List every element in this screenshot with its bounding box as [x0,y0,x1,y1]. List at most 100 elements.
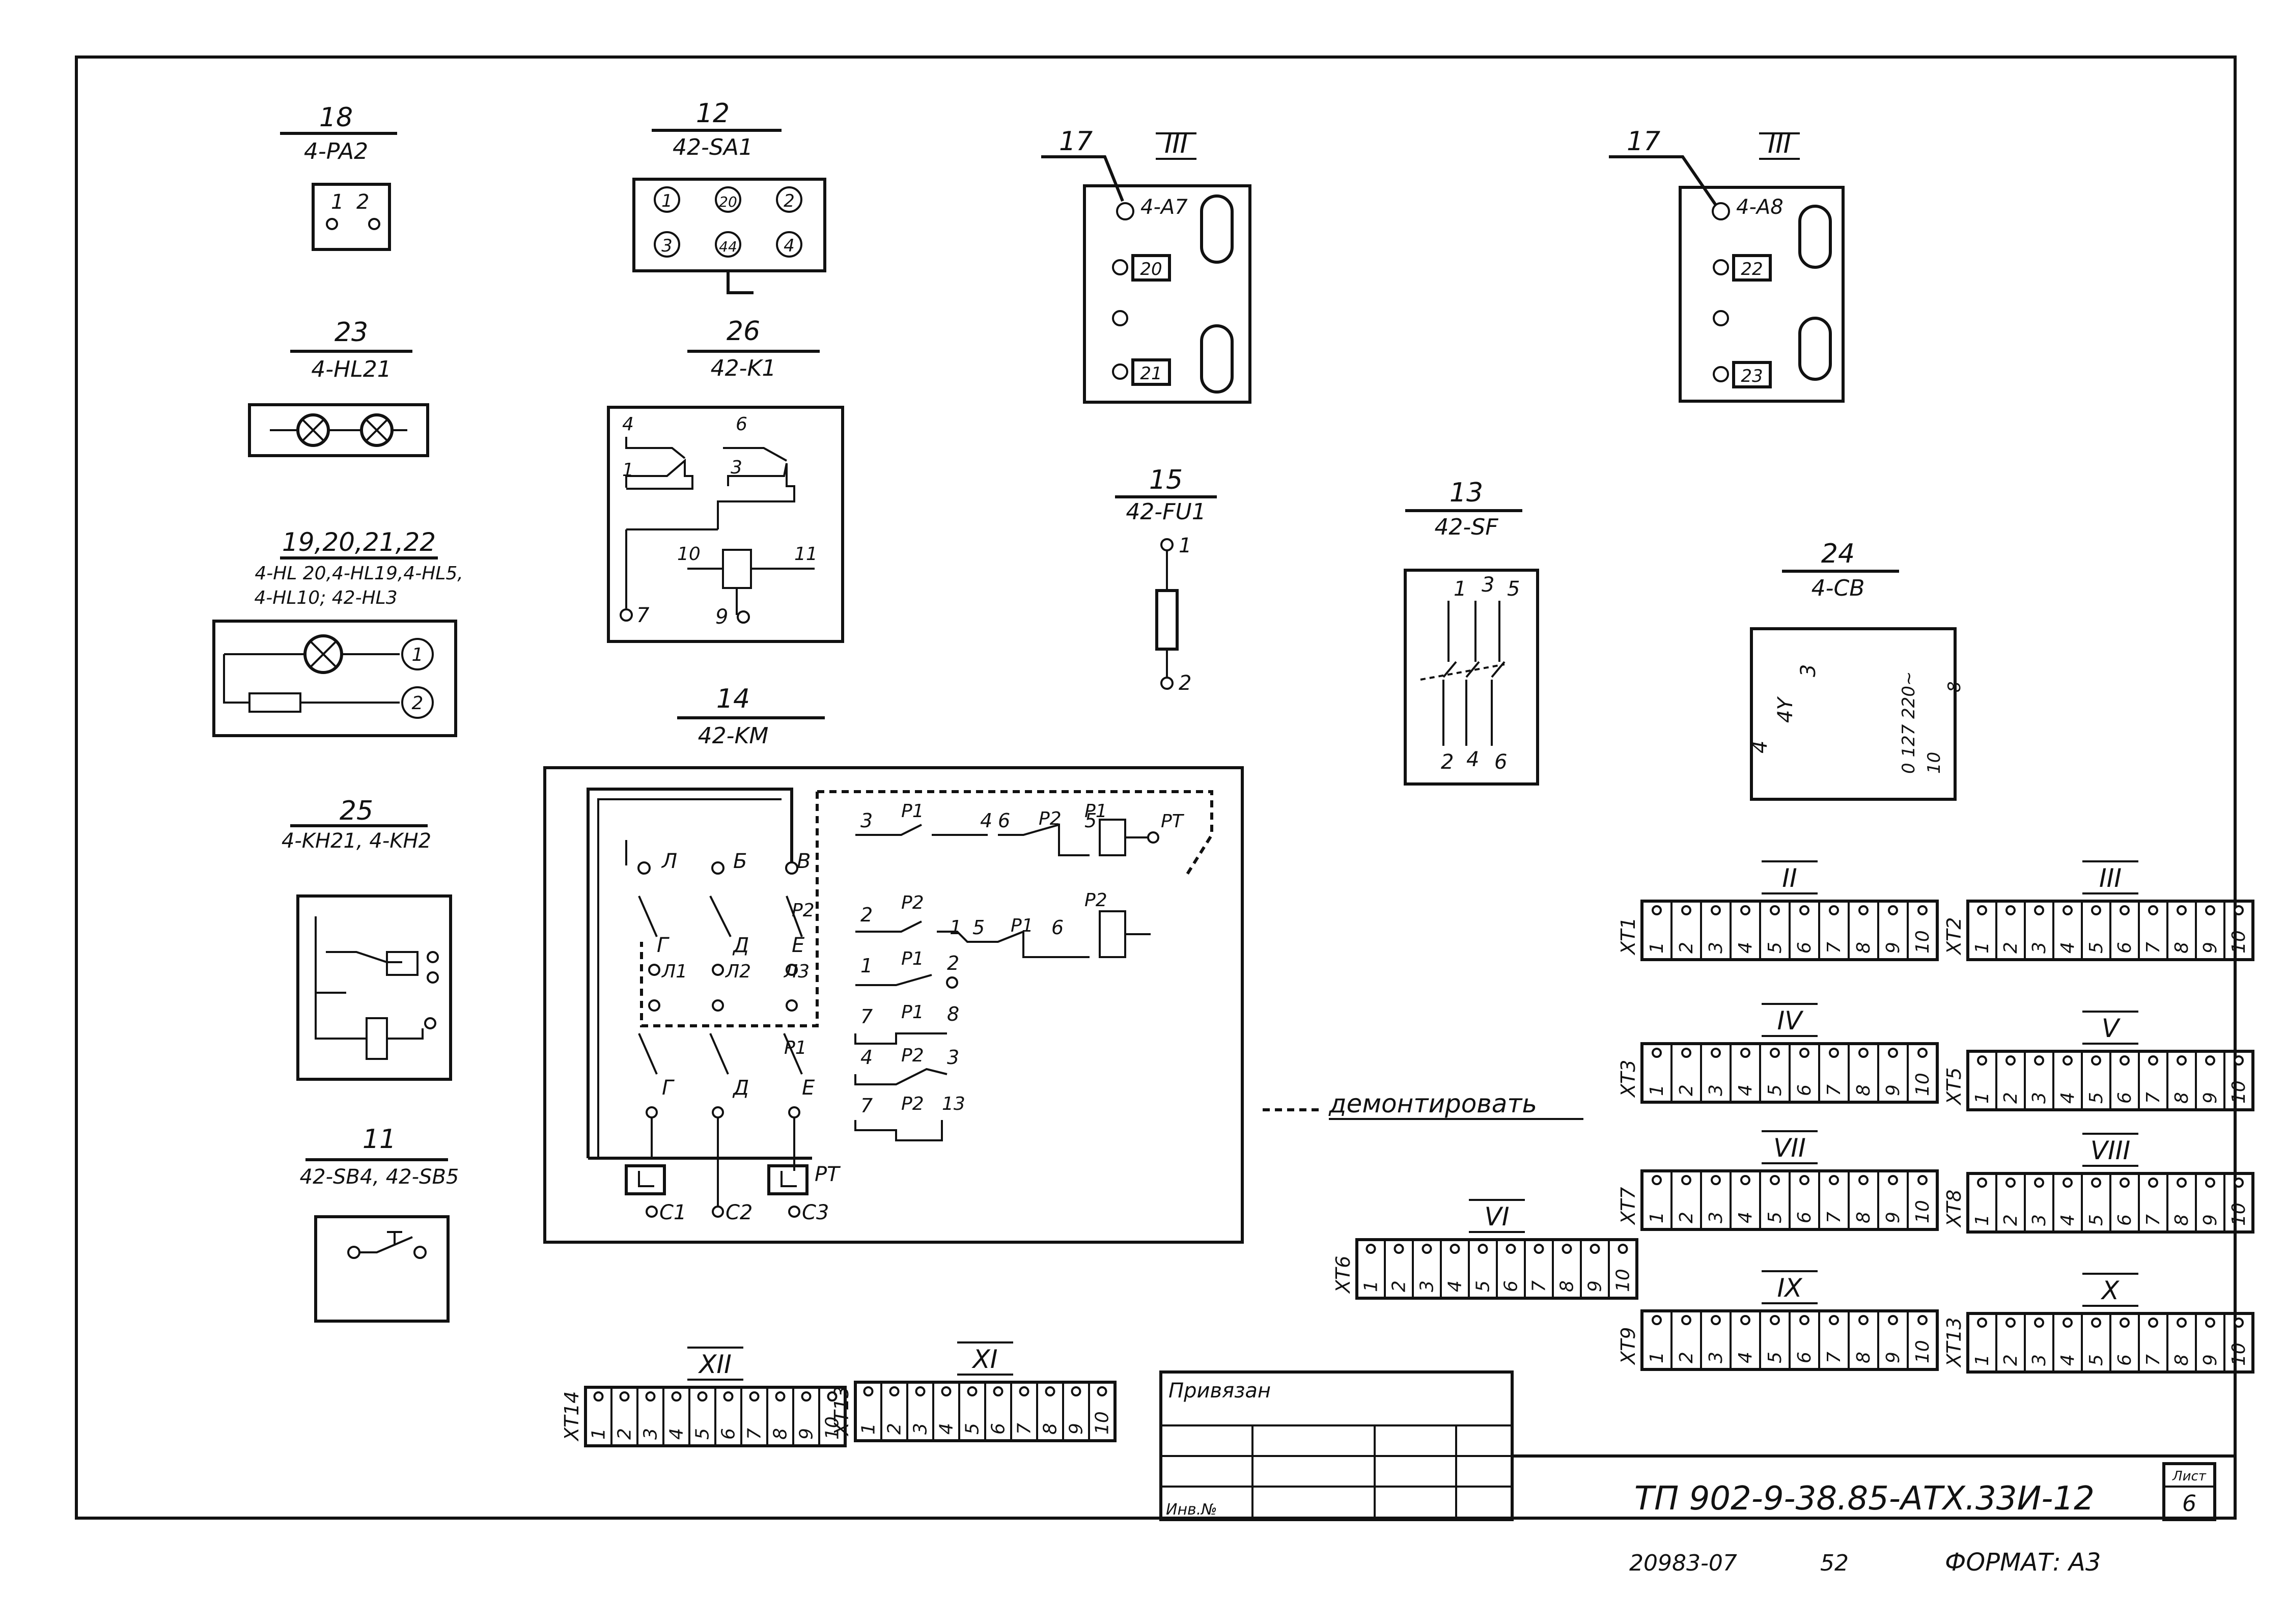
strip-cell-number: 6 [2114,1092,2135,1104]
strip-cell-number: 7 [1529,1280,1550,1292]
strip-terminal-screw [1450,1244,1460,1254]
strip-cell-number: 2 [1676,1084,1697,1096]
strip-terminal-screw [1618,1244,1628,1254]
km-V: В [797,850,811,873]
strip-terminal-screw [1711,1048,1721,1058]
strip-terminal-screw [1681,1175,1691,1185]
k1-code: 42-K1 [711,355,776,381]
km-D2: Д [732,1076,749,1100]
strip-terminal-screw [2063,1178,2073,1188]
lamps-t2: 2 [412,693,424,714]
strip-cell-number: 8 [1557,1280,1578,1292]
sf-p5: 4 [1466,748,1479,771]
strip-terminal-screw [645,1391,656,1402]
strip-cell-number: 9 [1883,1212,1904,1223]
strip-cell-number: 6 [988,1423,1009,1435]
strip-cell-number: 5 [1765,1212,1786,1223]
a8-panel [1679,186,1845,403]
strip-terminal-screw [2063,1055,2073,1066]
cb-f: 8 [1944,681,1965,692]
strip-terminal-screw [1888,1175,1898,1185]
strip-cell-number: 3 [1706,1212,1726,1223]
lamps-box [212,620,457,737]
strip-cell-number: 9 [2200,1092,2221,1104]
sf-code: 42-SF [1434,514,1498,540]
strip-roman: II [1782,863,1797,893]
strip-terminal-screw [1770,1315,1780,1325]
strip-terminal-screw [1652,1315,1662,1325]
strip-terminal-screw [863,1386,874,1396]
strip-terminal-screw [1917,1175,1928,1185]
strip-terminal-screw [1590,1244,1600,1254]
strip-cell-number: 5 [2086,1354,2107,1366]
strip-terminal-screw [2034,1178,2044,1188]
hl21-box [248,403,429,457]
strip-cell-number: 3 [2029,1354,2050,1366]
km-code: 42-KM [698,723,769,749]
strip-cell-number: 4 [936,1423,957,1435]
strip-terminal-screw [2177,1055,2187,1066]
strip-cell-number: 3 [1706,1084,1726,1096]
component-hl21: 23 4-HL21 [248,317,429,457]
strip-cell-number: 7 [1014,1423,1035,1435]
strip-terminal-screw [1977,1055,1987,1066]
strip-cell-number: 9 [2200,1214,2221,1226]
strip-roman: VII [1773,1133,1806,1163]
strip-terminal-screw [2177,905,2187,915]
strip-terminal-screw [1858,905,1869,915]
strip-id: XT6 [1332,1256,1354,1294]
k1-box [607,406,844,643]
strip-terminal-screw [1506,1244,1516,1254]
strip-cell-number: 3 [640,1428,661,1440]
km-r4b: 8 [947,1003,959,1025]
strip-cell-number: 8 [1853,1352,1874,1363]
component-cb: 24 4-CB 4 4Y 3 0 127 220~ 10 8 [1748,539,1965,801]
strip-id: XT9 [1617,1327,1639,1365]
strip-cell-number: 4 [1735,1084,1756,1096]
km-r1a: 3 [860,809,873,832]
strip-cell-number: 9 [1883,942,1904,954]
strip-terminal-screw [697,1391,708,1402]
cb-code: 4-CB [1812,575,1865,601]
strip-terminal-screw [1977,1178,1987,1188]
strip-terminal-screw [1019,1386,1029,1396]
km-r6a: 7 [860,1095,873,1117]
kh-box [296,894,452,1081]
strip-id: XT3 [1617,1060,1639,1098]
cb-c: 3 [1797,664,1820,677]
component-sf: 13 42-SF 1 3 5 2 4 6 [1404,478,1539,786]
km-r4-P1: Р1 [901,1002,924,1023]
km-PT: РТ [815,1163,841,1186]
strip-terminal-screw [1799,1315,1809,1325]
strip-terminal-screw [1888,1315,1898,1325]
sa1-t2: 2 [784,191,795,211]
strip-cell-number: 9 [1585,1280,1606,1292]
strip-cell-number: 4 [2057,1092,2078,1104]
strip-terminal-screw [749,1391,760,1402]
strip-id: XT13 [830,1386,853,1437]
sa1-code: 42-SA1 [673,134,753,160]
strip-terminal-screw [2148,905,2158,915]
strip-cell-number: 7 [1824,1212,1845,1223]
strip-cell-number: 2 [2000,1354,2021,1366]
strip-cell-number: 2 [884,1423,905,1435]
sf-p6: 6 [1494,750,1507,774]
sheet-number: 6 [2182,1491,2196,1517]
strip-cell-number: 9 [2200,942,2221,954]
km-D: Д [732,934,749,957]
strip-terminal-screw [2091,905,2101,915]
strip-cell-number: 1 [1972,1214,1993,1226]
strip-cell-number: 6 [2114,1214,2135,1226]
strip-terminal-screw [1829,1175,1839,1185]
strip-terminal-screw [1977,905,1987,915]
strip-cell-number: 3 [2029,942,2050,954]
strip-terminal-screw [2034,1055,2044,1066]
strip-id: XT14 [561,1391,583,1442]
strip-terminal-screw [1799,1048,1809,1058]
strip-cell-number: 9 [796,1428,817,1440]
strip-terminal-screw [2148,1318,2158,1328]
